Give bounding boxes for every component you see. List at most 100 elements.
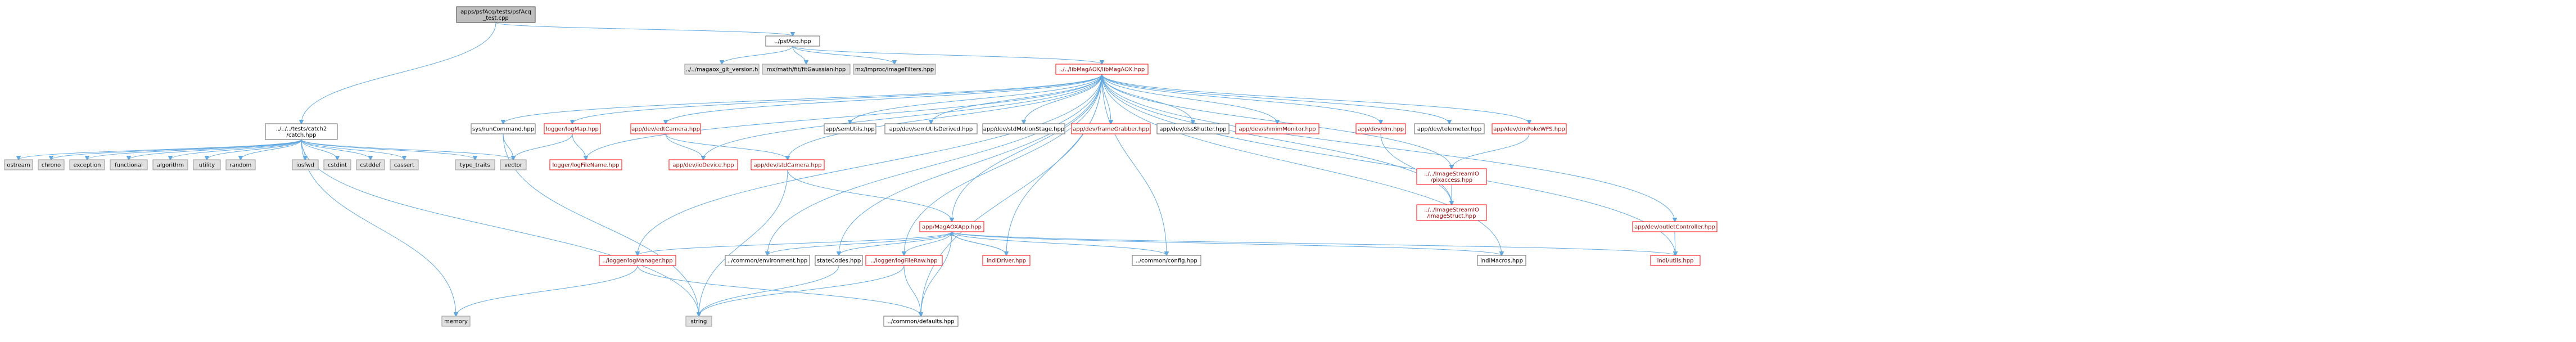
node-dm[interactable]: app/dev/dm.hpp: [1355, 123, 1406, 134]
node-imfilt: mx/improc/imageFilters.hpp: [853, 64, 936, 75]
node-label: app/dev/dm.hpp: [1358, 127, 1404, 133]
node-dmpoke[interactable]: app/dev/dmPokeWFS.hpp: [1492, 123, 1567, 134]
node-syscmd[interactable]: sys/runCommand.hpp: [471, 123, 536, 134]
edge-catch-to-cstdint: [301, 139, 337, 160]
node-psfacq[interactable]: ../psfAcq.hpp: [765, 35, 820, 47]
node-imgstruct[interactable]: ../../ImageStreamIO/ImageStruct.hpp: [1416, 204, 1487, 221]
edge-catch-to-typetraits: [301, 139, 475, 160]
node-statecodes[interactable]: stateCodes.hpp: [815, 255, 863, 266]
edge-libmag-to-semderived: [931, 74, 1102, 124]
node-box: [390, 159, 419, 170]
node-box: [4, 159, 33, 170]
node-logfilename[interactable]: logger/logFileName.hpp: [549, 159, 622, 170]
node-functional: functional: [110, 159, 148, 170]
graph-nodes: apps/psfAcq/tests/psfAcq_test.cpp ../psfA…: [4, 6, 1718, 327]
node-label: random: [230, 163, 252, 169]
node-box: [685, 316, 712, 327]
node-label: indi/utils.hpp: [1657, 258, 1694, 264]
node-box: [1492, 123, 1567, 134]
node-environment[interactable]: ../common/environment.hpp: [725, 255, 810, 266]
node-label: string: [691, 319, 707, 325]
node-outlet[interactable]: app/dev/outletController.hpp: [1632, 221, 1718, 232]
node-indimacros[interactable]: indiMacros.hpp: [1477, 255, 1526, 266]
edge-libmag-to-statecodes: [839, 74, 1102, 255]
node-box: [1132, 255, 1201, 266]
node-box: [1416, 168, 1487, 185]
node-catch[interactable]: ../../../tests/catch2/catch.hpp: [265, 123, 338, 140]
edge-libmag-to-shmim: [1101, 74, 1277, 124]
node-telemeter[interactable]: app/dev/telemeter.hpp: [1414, 123, 1485, 134]
node-box: [38, 159, 65, 170]
node-config[interactable]: ../common/config.hpp: [1132, 255, 1201, 266]
edge-logfileraw-to-string: [699, 265, 905, 316]
node-stdcamera[interactable]: app/dev/stdCamera.hpp: [751, 159, 825, 170]
node-label: app/dev/dssShutter.hpp: [1159, 127, 1226, 133]
edge-catch-to-functional: [129, 139, 302, 160]
node-label: cstddef: [360, 163, 381, 169]
node-box: [356, 159, 385, 170]
node-defaults[interactable]: ../common/defaults.hpp: [883, 316, 959, 327]
node-box: [982, 255, 1031, 266]
edge-libmag-to-dssshutter: [1101, 74, 1193, 124]
node-shmim[interactable]: app/dev/shmimMonitor.hpp: [1235, 123, 1319, 134]
node-indiutils[interactable]: indi/utils.hpp: [1650, 255, 1701, 266]
node-magaoxapp[interactable]: app/MagAOXApp.hpp: [919, 221, 984, 232]
edge-psfacq-to-libmag: [792, 46, 1102, 64]
node-box: [630, 123, 701, 134]
node-label: memory: [444, 319, 468, 325]
node-utility: utility: [193, 159, 221, 170]
node-box: [1235, 123, 1319, 134]
edge-catch-to-memory: [301, 139, 456, 316]
node-box: [265, 123, 338, 140]
edge-libmag-to-logmap: [572, 74, 1102, 124]
node-libmag[interactable]: ../../libMagAOX/libMagAOX.hpp: [1055, 64, 1149, 75]
node-label: ../../libMagAOX/libMagAOX.hpp: [1059, 67, 1145, 73]
edge-logmanager-to-defaults: [637, 265, 921, 316]
node-label: app/dev/telemeter.hpp: [1417, 127, 1481, 133]
node-label: app/dev/edtCamera.hpp: [631, 127, 700, 133]
node-box: [765, 35, 820, 47]
edge-indidriver-to-magaoxapp: [952, 232, 1007, 256]
node-label: /catch.hpp: [287, 132, 317, 138]
node-iodevice[interactable]: app/dev/ioDevice.hpp: [668, 159, 738, 170]
edge-logmap-to-logfilename: [572, 133, 586, 160]
node-root[interactable]: apps/psfAcq/tests/psfAcq_test.cpp: [456, 6, 536, 23]
edge-libmag-to-outlet: [1101, 74, 1675, 222]
node-label: ../logger/logFileRaw.hpp: [870, 258, 937, 264]
node-logfileraw[interactable]: ../logger/logFileRaw.hpp: [865, 255, 943, 266]
node-box: [853, 64, 936, 75]
node-semutils[interactable]: app/semUtils.hpp: [824, 123, 876, 134]
node-box: [919, 221, 984, 232]
node-stdmotion[interactable]: app/dev/stdMotionStage.hpp: [982, 123, 1065, 134]
node-vector: vector: [500, 159, 527, 170]
node-cstdint: cstdint: [323, 159, 351, 170]
node-box: [544, 123, 601, 134]
node-label: app/MagAOXApp.hpp: [922, 224, 982, 231]
node-box: [193, 159, 221, 170]
node-box: [684, 64, 760, 75]
node-label: ../psfAcq.hpp: [774, 39, 811, 45]
node-framegrab[interactable]: app/dev/frameGrabber.hpp: [1071, 123, 1151, 134]
node-dssshutter[interactable]: app/dev/dssShutter.hpp: [1156, 123, 1230, 134]
edge-logmap-to-vector: [513, 133, 573, 160]
edge-statecodes-to-string: [699, 265, 839, 316]
node-label: utility: [199, 163, 215, 169]
node-semderived[interactable]: app/dev/semUtilsDerived.hpp: [884, 123, 978, 134]
edge-libmag-to-indimacros: [1101, 74, 1502, 255]
node-logmanager[interactable]: ../logger/logManager.hpp: [599, 255, 676, 266]
node-label: stateCodes.hpp: [817, 258, 861, 264]
edge-libmag-to-logfilename: [586, 74, 1102, 160]
node-logmap[interactable]: logger/logMap.hpp: [544, 123, 601, 134]
node-box: [549, 159, 622, 170]
node-box: [110, 159, 148, 170]
node-label: indiMacros.hpp: [1480, 258, 1523, 264]
node-pixaccess[interactable]: ../../ImageStreamIO/pixaccess.hpp: [1416, 168, 1487, 185]
node-indidriver[interactable]: indiDriver.hpp: [982, 255, 1031, 266]
node-edtcam[interactable]: app/dev/edtCamera.hpp: [630, 123, 701, 134]
edge-dm-to-imgstruct: [1380, 133, 1452, 205]
node-ostream: ostream: [4, 159, 33, 170]
edge-libmag-to-iodevice: [703, 74, 1102, 160]
node-label: mx/math/fit/fitGaussian.hpp: [767, 67, 846, 73]
node-label: iosfwd: [296, 163, 314, 169]
node-box: [725, 255, 810, 266]
